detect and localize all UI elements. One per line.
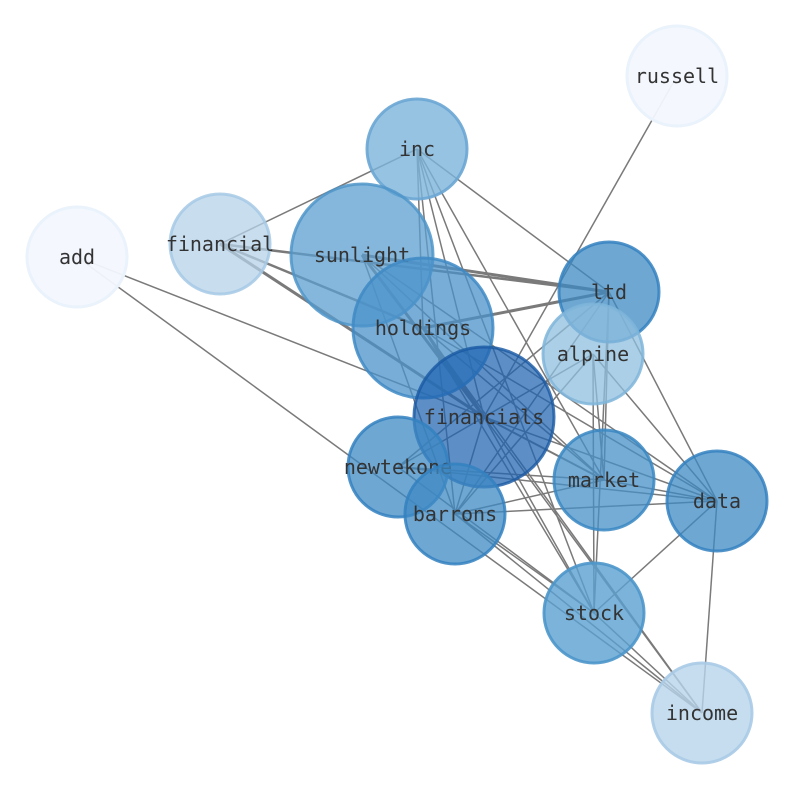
node-inc: inc [365,97,469,201]
node-alpine: alpine [541,302,645,406]
node-label-income: income [666,701,738,725]
node-circle-russell [625,24,729,128]
node-data: data [665,449,769,553]
node-label-inc: inc [399,137,435,161]
node-circle-add [25,205,129,309]
node-label-data: data [693,489,741,513]
node-income: income [650,661,754,765]
edge-inc-market [416,148,605,481]
node-label-financials: financials [424,405,544,429]
node-stock: stock [542,561,646,665]
node-russell: russell [625,24,729,128]
node-circle-barrons [403,462,507,566]
node-label-russell: russell [635,64,719,88]
node-circle-stock [542,561,646,665]
node-circle-alpine [541,302,645,406]
node-circle-financial [168,192,272,296]
node-label-stock: stock [564,601,624,625]
node-market: market [552,428,656,532]
node-label-alpine: alpine [557,342,629,366]
node-financial: financial [166,192,274,296]
node-circle-income [650,661,754,765]
node-label-holdings: holdings [375,316,471,340]
node-circle-inc [365,97,469,201]
node-label-financial: financial [166,232,274,256]
node-financials: financials [412,345,556,489]
node-add: add [25,205,129,309]
node-circle-data [665,449,769,553]
node-label-add: add [59,245,95,269]
node-label-market: market [568,468,640,492]
node-label-ltd: ltd [591,280,627,304]
node-circle-market [552,428,656,532]
node-barrons: barrons [403,462,507,566]
node-label-barrons: barrons [413,502,497,526]
